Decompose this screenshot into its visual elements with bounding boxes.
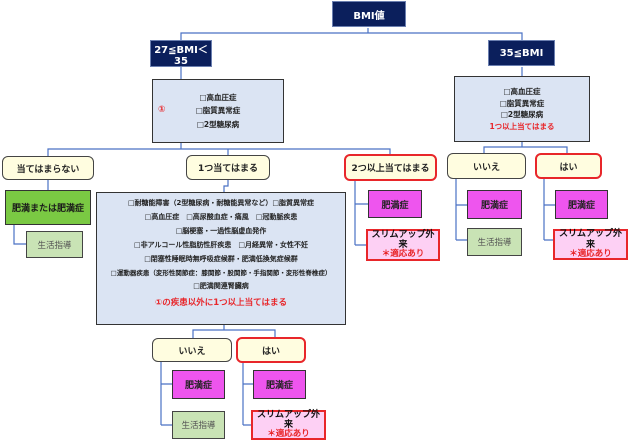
criteria-item: □高血圧症 [199,92,237,102]
decision-one-yes: はい [236,337,306,363]
decision-label: はい [559,162,578,173]
result-label: 肥満症 [184,381,212,391]
bmi-root-label: BMI値 [353,10,385,22]
decision-one-no: いいえ [152,338,232,362]
action-lifestyle-guidance: 生活指導 [26,231,83,258]
right-criteria-box: □高血圧症 □脂質異常症 □2型糖尿病 1つ以上当てはまる [454,76,590,142]
criteria-note: 1つ以上当てはまる [489,121,555,131]
bmi-27-35-node: 27≦BMI＜35 [150,40,212,67]
action-note: ＊適応あり [381,249,425,260]
connector-one [223,180,229,192]
decision-label: いいえ [178,346,206,357]
result-label: 肥満症 [480,201,508,211]
action-note: ＊適応あり [569,248,612,259]
action-lifestyle-guidance: 生活指導 [467,228,522,256]
result-label: 肥満症 [567,201,595,211]
result-obesity-disease: 肥満症 [368,190,422,218]
result-obesity-disease: 肥満症 [467,190,522,219]
connector-one-yesno [192,325,276,338]
connector-left-outcomes [47,143,391,156]
criteria-item: □脂質異常症 [195,106,241,116]
decision-two-plus-label: 2つ以上当てはまる [351,164,430,174]
decision-right-yes: はい [535,153,602,179]
decision-none-label: 当てはまらない [16,164,80,175]
decision-label: はい [261,346,280,357]
result-obesity-disease: 肥満症 [253,370,306,399]
action-label: 生活指導 [37,240,72,251]
criteria-item: □脂質異常症 [499,98,545,108]
result-obesity-disease: 肥満症 [555,190,608,219]
bmi-35-node: 35≦BMI [488,40,555,66]
criteria-item: □高血圧症 [503,87,541,96]
result-obesity-disease: 肥満症 [172,370,225,399]
decision-none: 当てはまらない [2,156,94,180]
action-slimup-clinic: スリムアップ外来 ＊適応あり [366,229,440,261]
action-label: 生活指導 [477,238,512,248]
criteria-item: □2型糖尿病 [196,119,240,129]
decision-label: いいえ [472,162,500,173]
condition-line: □肥満関連腎臓病 [193,282,249,290]
condition-line: □脳梗塞・一過性脳虚血発作 [175,226,267,235]
bmi-root-node: BMI値 [332,1,406,27]
action-lifestyle-guidance: 生活指導 [172,411,225,439]
result-label: 肥満症 [265,381,293,391]
comorbidity-conditions-box: □耐糖能障害（2型糖尿病・耐糖能異常など）□脂質異常症 □高血圧症 □高尿酸血症… [96,192,346,325]
action-label: スリムアップ外来 [256,409,320,431]
bmi-35-label: 35≦BMI [499,47,544,59]
connector-right-no [455,178,468,241]
condition-note: ①の疾患以外に1つ以上当てはまる [155,297,287,308]
connector-root [180,28,523,40]
action-note: ＊適応あり [267,429,310,440]
action-label: 生活指導 [181,421,216,431]
condition-line: □耐糖能障害（2型糖尿病・耐糖能異常など）□脂質異常症 [127,198,315,207]
condition-line: □高血圧症 □高尿酸血症・痛風 □冠動脈疾患 [144,212,298,221]
action-slimup-clinic: スリムアップ外来 ＊適応あり [251,410,326,440]
bmi-27-35-label: 27≦BMI＜35 [154,44,208,67]
action-label: スリムアップ外来 [371,229,435,251]
condition-line: □閉塞性睡眠時無呼吸症候群・肥満低換気症候群 [144,254,298,263]
condition-line: □非アルコール性脂肪性肝疾患 □月経異常・女性不妊 [133,240,309,249]
result-label: 肥満または肥満症 [11,204,84,214]
decision-right-no: いいえ [447,153,526,179]
condition-line: □運動器疾患（変形性関節症：膝関節・股関節・手指関節・変形性脊椎症） [110,268,332,277]
decision-one: 1つ当てはまる [186,155,270,180]
decision-one-label: 1つ当てはまる [197,164,259,174]
action-label: スリムアップ外来 [558,229,622,250]
criteria-item: □2型糖尿病 [500,110,544,119]
decision-two-plus: 2つ以上当てはまる [344,154,437,181]
connector-twoplus [354,180,368,246]
connector-none [13,180,49,245]
result-obesity-or-disease: 肥満または肥満症 [5,190,91,225]
connector-right-yesno [483,142,568,154]
left-criteria-box: □高血圧症 □脂質異常症 □2型糖尿病 [152,79,284,143]
result-label: 肥満症 [381,200,409,211]
connector-one-no [160,362,172,426]
criteria-marker-1: ① [158,105,166,115]
action-slimup-clinic: スリムアップ外来 ＊適応あり [553,229,628,260]
